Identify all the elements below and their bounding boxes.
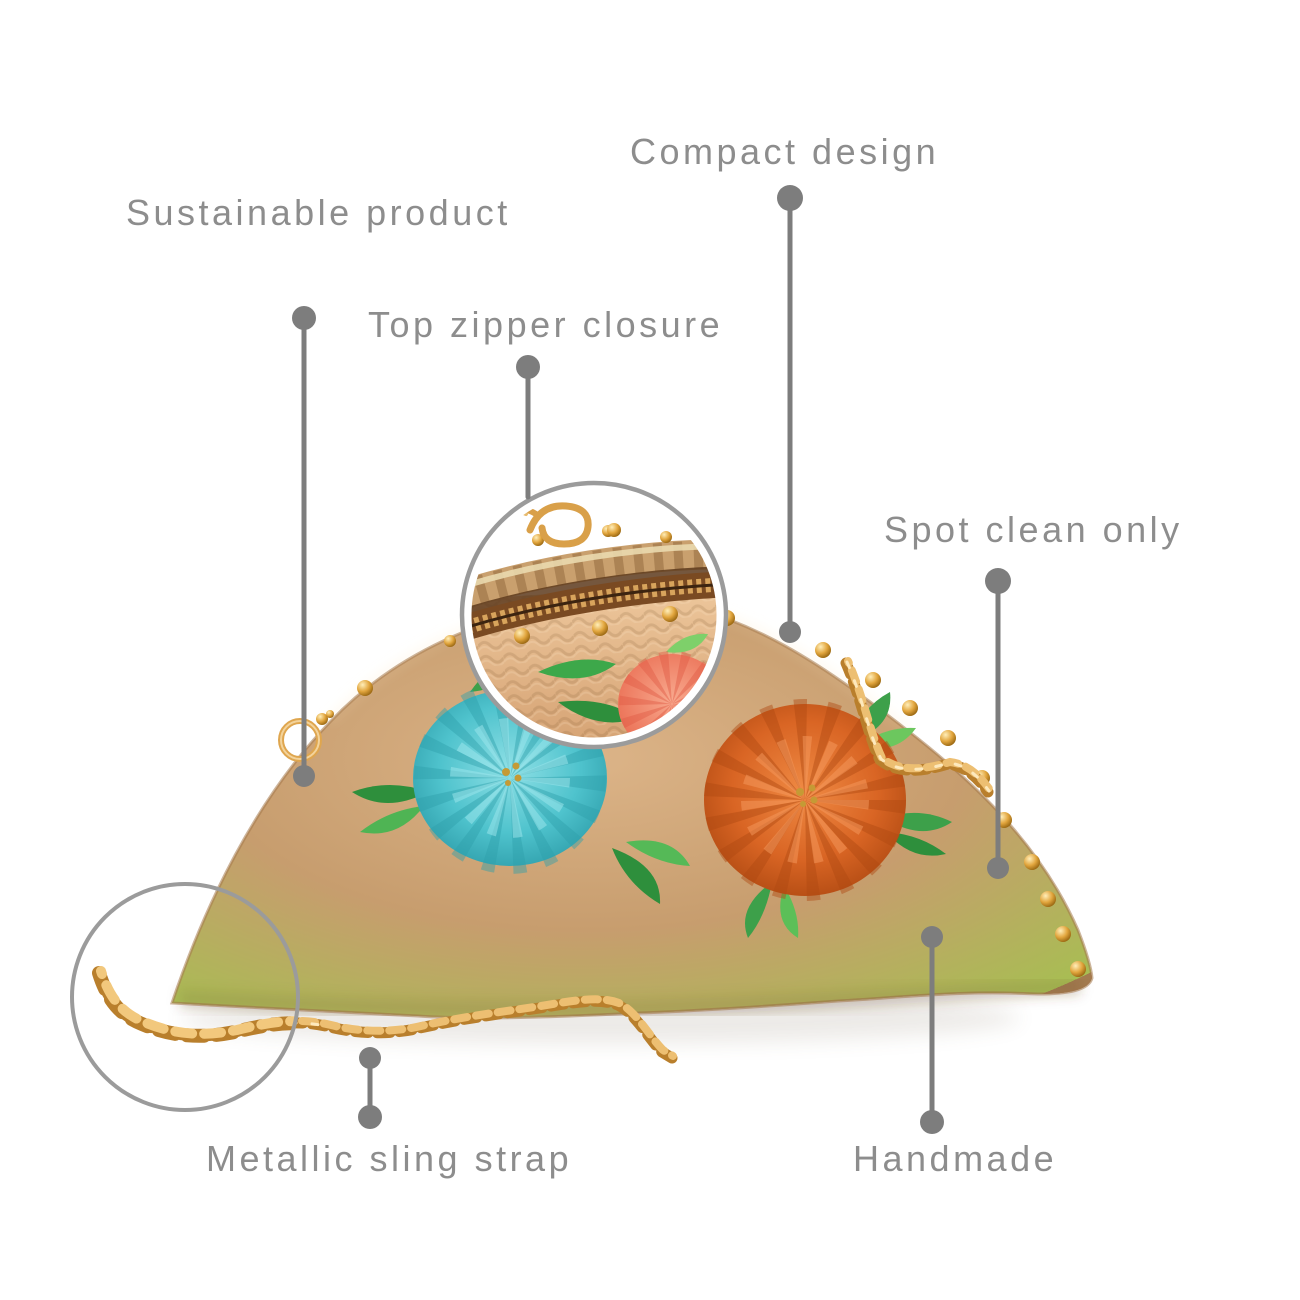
- callout-line-handmade: [920, 926, 944, 1134]
- zoom-circle-chain: [70, 882, 300, 1112]
- callout-line-spot-clean: [985, 568, 1011, 879]
- callout-label-spot-clean-only: Spot clean only: [884, 509, 1183, 550]
- callout-dot: [293, 765, 315, 787]
- callout-line-top-zipper: [516, 355, 540, 500]
- callout-label-handmade: Handmade: [853, 1138, 1058, 1179]
- gold-ring-clasp: [278, 710, 334, 762]
- callout-label-sustainable-product: Sustainable product: [126, 192, 511, 233]
- callout-dot: [777, 185, 803, 211]
- callout-line-compact: [777, 185, 803, 643]
- sling-chain-bottom: [92, 966, 678, 1064]
- zoom-circle-zipper: [459, 480, 729, 750]
- callout-dot: [516, 355, 540, 379]
- callout-label-metallic-sling-strap: Metallic sling strap: [206, 1138, 573, 1179]
- callout-dot: [920, 1110, 944, 1134]
- callout-dot: [921, 926, 943, 948]
- callout-label-compact-design: Compact design: [630, 131, 940, 172]
- callout-line-metallic-strap: [358, 1047, 382, 1129]
- callout-dot: [359, 1047, 381, 1069]
- callout-dot: [292, 306, 316, 330]
- callout-dot: [985, 568, 1011, 594]
- callout-label-top-zipper-closure: Top zipper closure: [368, 304, 724, 345]
- callout-dot: [987, 857, 1009, 879]
- callout-dot: [358, 1105, 382, 1129]
- orange-flower: [704, 699, 906, 901]
- callout-line-sustainable: [292, 306, 316, 787]
- callout-dot: [779, 621, 801, 643]
- sling-chain-top: [840, 657, 994, 798]
